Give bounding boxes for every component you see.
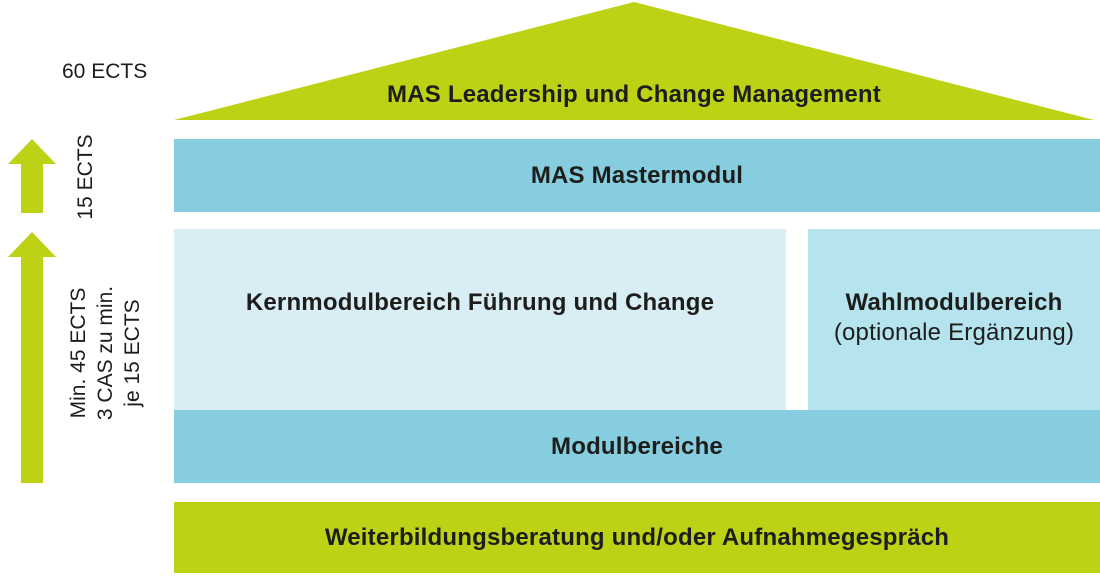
modulbereiche-label: Modulbereiche	[551, 432, 723, 460]
mastermodul-bar: MAS Mastermodul	[174, 139, 1100, 212]
total-ects-label: 60 ECTS	[62, 60, 148, 83]
ects-up-arrow-top-icon	[8, 139, 56, 213]
cas-ects-line-1: Min. 45 ECTS	[67, 287, 90, 419]
wahlmodul-box: Wahlmodulbereich (optionale Ergänzung)	[808, 229, 1100, 410]
mastermodul-label: MAS Mastermodul	[530, 161, 744, 189]
kernmodul-box: Kernmodulbereich Führung und Change	[174, 229, 786, 410]
admission-bar: Weiterbildungsberatung und/oder Aufnahme…	[174, 502, 1100, 573]
ects-up-arrow-bottom-icon	[8, 232, 56, 483]
wahlmodul-title: Wahlmodulbereich	[845, 289, 1063, 316]
kernmodul-label: Kernmodulbereich Führung und Change	[245, 289, 715, 316]
cas-ects-label: Min. 45 ECTS 3 CAS zu min. je 15 ECTS	[65, 278, 147, 428]
admission-label: Weiterbildungsberatung und/oder Aufnahme…	[324, 523, 950, 551]
modulbereiche-bar: Modulbereiche	[174, 410, 1100, 483]
cas-ects-line-3: je 15 ECTS	[121, 299, 144, 407]
wahlmodul-subtitle: (optionale Ergänzung)	[833, 319, 1075, 346]
master-ects-label: 15 ECTS	[74, 134, 97, 220]
program-title: MAS Leadership und Change Management	[387, 81, 881, 108]
cas-ects-line-2: 3 CAS zu min.	[94, 285, 117, 421]
